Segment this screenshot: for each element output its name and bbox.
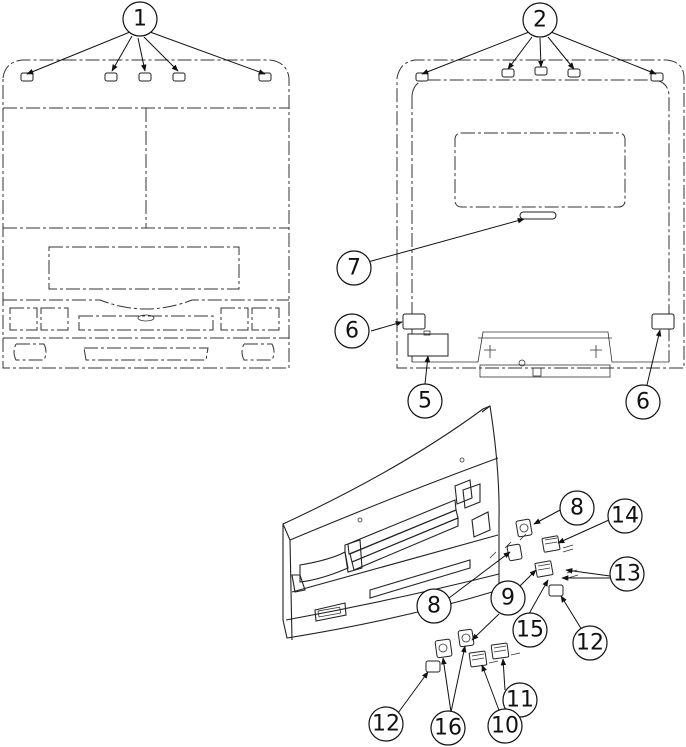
callout-13: 13 [610,557,644,591]
callout-10: 10 [488,709,522,743]
svg-text:7: 7 [347,256,361,281]
leader-lines [27,32,660,713]
svg-text:15: 15 [516,618,544,643]
svg-text:8: 8 [427,594,441,619]
marker-lamp [416,73,428,81]
svg-text:2: 2 [533,8,547,33]
marker-lamp [502,69,514,77]
svg-text:11: 11 [506,688,534,713]
callout-2: 2 [523,3,557,37]
marker-lamp [651,73,663,81]
callout-12-left: 12 [369,707,403,741]
svg-text:10: 10 [491,714,519,739]
callout-9: 9 [491,581,525,615]
svg-text:13: 13 [613,562,641,587]
marker-lamp [105,73,117,81]
rear-center-lamp [520,212,556,219]
callout-8-lower: 8 [417,589,451,623]
front-cap-isometric [283,406,499,640]
marker-lamp [259,73,271,81]
callout-12-right: 12 [573,626,607,660]
callout-5: 5 [408,384,442,418]
marker-lamp [535,67,547,75]
svg-text:1: 1 [133,7,147,32]
callout-7: 7 [337,251,371,285]
rear-view [397,60,684,377]
marker-lamp [21,73,33,81]
marker-lamp [139,73,151,81]
svg-text:14: 14 [611,504,639,529]
tail-lamp [652,314,674,329]
svg-text:16: 16 [434,716,462,741]
callout-8-upper: 8 [560,491,594,525]
callout-1: 1 [123,2,157,36]
callout-16: 16 [431,711,465,745]
svg-text:8: 8 [570,496,584,521]
license-plate-lamp [408,334,448,356]
front-view [3,60,289,368]
svg-text:12: 12 [576,631,604,656]
callout-15: 15 [513,613,547,647]
svg-text:5: 5 [418,389,432,414]
marker-lamp [568,69,580,77]
callout-6-right: 6 [626,385,660,419]
callout-6-left: 6 [335,314,369,348]
callout-14: 14 [608,499,642,533]
svg-text:6: 6 [345,319,359,344]
svg-text:9: 9 [501,586,515,611]
svg-text:6: 6 [636,390,650,415]
marker-lamp [173,73,185,81]
svg-text:12: 12 [372,712,400,737]
tail-lamp [403,314,425,329]
